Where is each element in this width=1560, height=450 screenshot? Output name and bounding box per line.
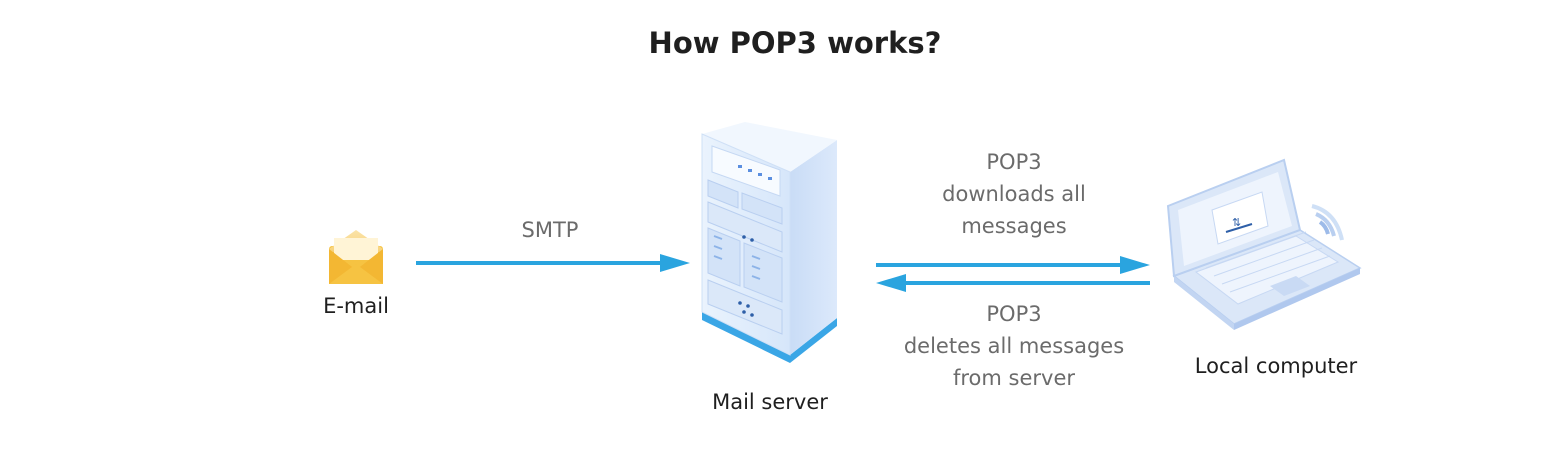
smtp-arrow (416, 254, 690, 272)
download-arrow (876, 256, 1150, 274)
local-computer-label: Local computer (1194, 354, 1358, 378)
download-label-line: POP3 (986, 150, 1042, 174)
delete-label-line: deletes all messages (903, 334, 1125, 358)
download-label-line: downloads all (942, 182, 1086, 206)
email-label: E-mail (323, 294, 389, 318)
svg-text:⇅: ⇅ (1232, 216, 1241, 229)
smtp-label: SMTP (510, 214, 590, 246)
download-label-line: messages (961, 214, 1067, 238)
laptop-icon: ⇅ (1166, 158, 1362, 330)
download-label: POP3 downloads all messages (904, 146, 1124, 242)
envelope-icon (329, 230, 383, 284)
delete-label-line: POP3 (986, 302, 1042, 326)
delete-label-line: from server (952, 366, 1076, 390)
delete-label: POP3 deletes all messages from server (884, 298, 1144, 394)
delete-arrow (876, 274, 1150, 292)
server-rack-icon (701, 122, 837, 363)
smtp-label-text: SMTP (521, 218, 579, 242)
diagram-title: How POP3 works? (648, 26, 942, 60)
mail-server-label: Mail server (712, 390, 828, 414)
